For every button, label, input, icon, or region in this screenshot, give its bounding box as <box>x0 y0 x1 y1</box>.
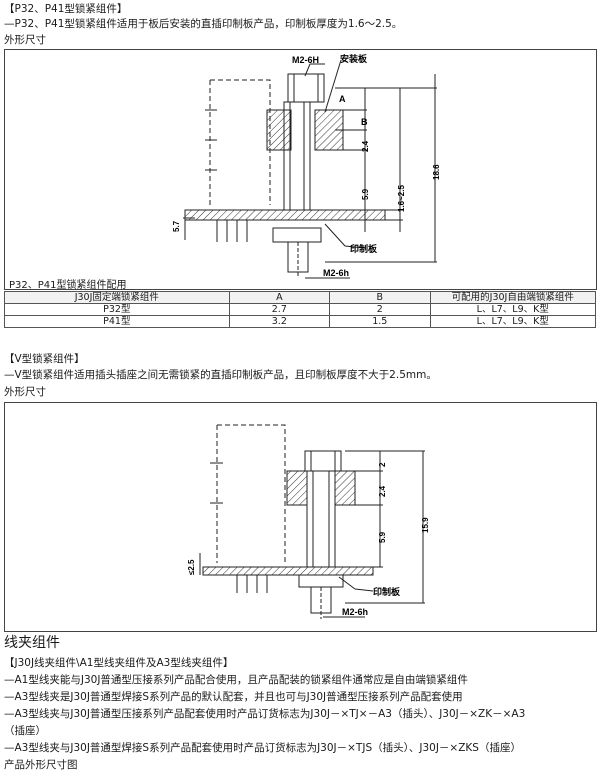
label-m26h-top: M2-6H <box>292 55 319 65</box>
label-pcb: 印制板 <box>350 243 378 254</box>
table-header-cell: 可配用的J30J自由端锁紧组件 <box>429 291 597 304</box>
section3-line-5: —A3型线夹与J30J普通型焊接S系列产品配套使用时产品订货标志为J30J－×T… <box>4 742 521 754</box>
table-cell: 2.7 <box>228 303 331 316</box>
section3-title: 【J30J线夹组件\A1型线夹组件及A3型线夹组件】 <box>4 657 234 669</box>
table-cell: P32型 <box>4 303 230 316</box>
section1-title: 【P32、P41型锁紧组件】 <box>4 3 128 15</box>
p32-p41-drawing-svg: M2-6H 安装板 A B 2.4 5.9 1.6~2.5 18.6 5.7 印… <box>172 53 441 279</box>
section3-heading: 线夹组件 <box>4 635 60 651</box>
table-header-row: J30J固定端锁紧组件 A B 可配用的J30J自由端锁紧组件 <box>4 291 597 304</box>
label-d16-25: 1.6~2.5 <box>397 185 406 212</box>
p32-p41-drawing: M2-6H 安装板 A B 2.4 5.9 1.6~2.5 18.6 5.7 印… <box>4 49 597 291</box>
table-header-cell: A <box>228 291 331 304</box>
v-type-drawing: 2 2.4 5.9 15.9 ≤2.5 印制板 M2-6h <box>4 402 597 632</box>
label-d186: 18.6 <box>432 164 441 180</box>
label-v-d24: 2.4 <box>378 485 387 497</box>
label-d57: 5.7 <box>172 220 181 232</box>
table-cell: 3.2 <box>228 315 331 328</box>
label-panel: 安装板 <box>340 53 368 64</box>
table-cell: P41型 <box>4 315 230 328</box>
label-A: A <box>339 94 346 104</box>
label-d59: 5.9 <box>361 188 370 200</box>
section3-line-2: —A3型线夹是J30J普通型焊接S系列产品的默认配套，并且也可与J30J普通型压… <box>4 691 463 703</box>
v-type-drawing-svg: 2 2.4 5.9 15.9 ≤2.5 印制板 M2-6h <box>187 424 430 619</box>
table-header-cell: B <box>329 291 431 304</box>
table-cell: L、L7、L9、K型 <box>429 315 597 328</box>
section1-dim-label: 外形尺寸 <box>4 34 46 46</box>
label-v-d2: 2 <box>378 462 387 467</box>
label-m26h-bottom: M2-6h <box>323 268 349 278</box>
p32-p41-caption: P32、P41型锁紧组件配用 <box>9 280 127 291</box>
table-cell: 2 <box>329 303 431 316</box>
table-row: P41型 3.2 1.5 L、L7、L9、K型 <box>4 315 597 328</box>
section2-title: 【V型锁紧组件】 <box>4 353 85 365</box>
label-B: B <box>361 117 368 127</box>
label-v-pcb: 印制板 <box>373 586 401 597</box>
table-header-cell: J30J固定端锁紧组件 <box>4 291 230 304</box>
section2-desc: —V型锁紧组件适用插头插座之间无需锁紧的直插印制板产品，且印制板厚度不大于2.5… <box>4 369 437 381</box>
section2-dim-label: 外形尺寸 <box>4 386 46 398</box>
label-v-d59: 5.9 <box>378 531 387 543</box>
p32-p41-spec-table: J30J固定端锁紧组件 A B 可配用的J30J自由端锁紧组件 P32型 2.7… <box>4 291 597 328</box>
section3-dim-label: 产品外形尺寸图 <box>4 759 78 771</box>
label-v-d25: ≤2.5 <box>187 559 196 575</box>
section3-line-3: —A3型线夹与J30J普通型压接系列产品配套使用时产品订货标志为J30J－×TJ… <box>4 708 526 720</box>
label-v-d159: 15.9 <box>421 517 430 533</box>
label-v-m26h: M2-6h <box>342 607 368 617</box>
table-row: P32型 2.7 2 L、L7、L9、K型 <box>4 303 597 316</box>
section3-line-4: （插座） <box>4 725 46 737</box>
section3-line-1: —A1型线夹能与J30J普通型压接系列产品配合使用，且产品配装的锁紧组件通常应是… <box>4 674 468 686</box>
table-cell: L、L7、L9、K型 <box>429 303 597 316</box>
table-cell: 1.5 <box>329 315 431 328</box>
label-d24: 2.4 <box>361 140 370 152</box>
section1-desc: —P32、P41型锁紧组件适用于板后安装的直插印制板产品，印制板厚度为1.6～2… <box>4 18 403 30</box>
